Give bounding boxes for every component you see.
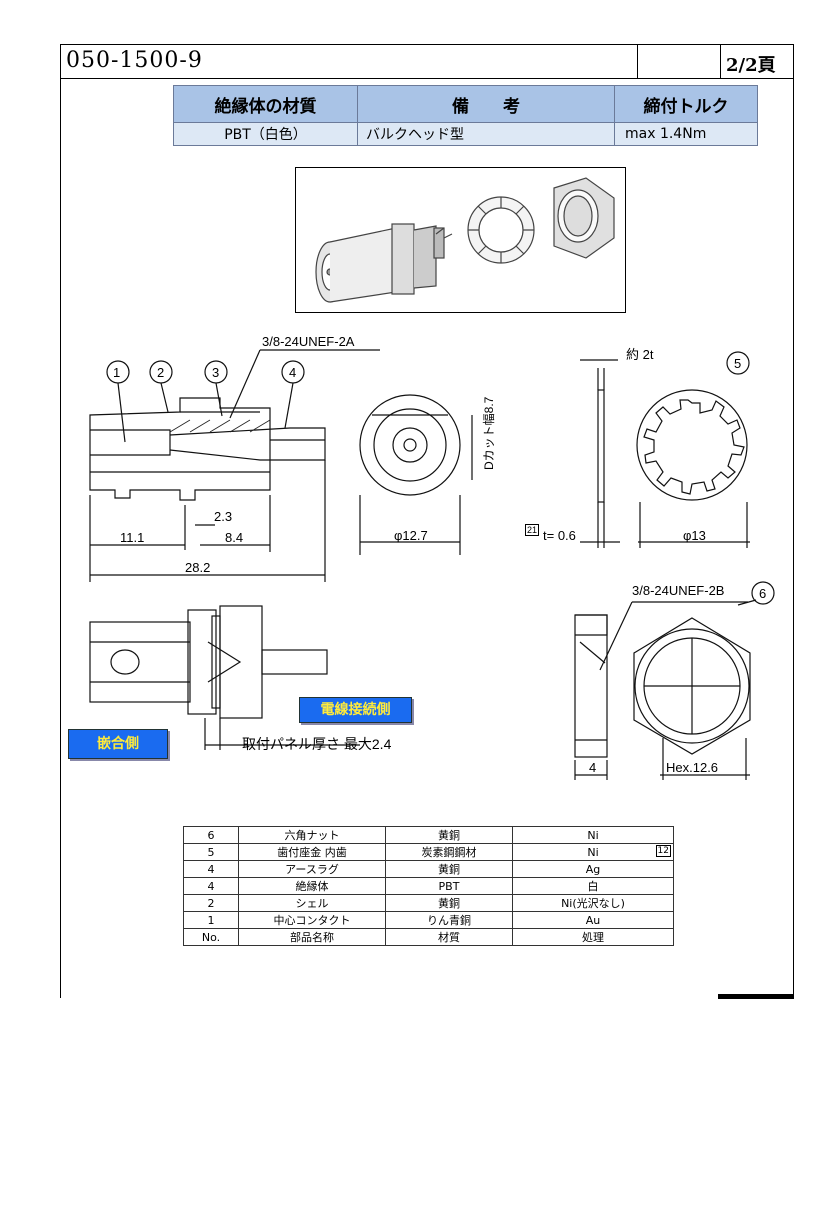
part-no: 2 (183, 894, 239, 912)
part-material: りん青銅 (385, 911, 513, 929)
part-name: 六角ナット (238, 826, 386, 844)
bottom-bar (718, 994, 794, 999)
parts-table: 6 六角ナット 黄銅 Ni 5 歯付座金 内歯 炭素鋼鋼材 Ni 12 4 アース… (183, 826, 674, 946)
part-material: 炭素鋼鋼材 (385, 843, 513, 861)
page-number: 2/2頁 (726, 55, 776, 76)
mating-side-label: 嵌合側 (68, 729, 168, 759)
revision-flag: 12 (655, 845, 671, 857)
table-row: 2 シェル 黄銅 Ni(光沢なし) (183, 894, 674, 912)
balloon-5: 5 (734, 356, 742, 371)
part-material: 黄銅 (385, 894, 513, 912)
part-finish: Ni 12 (512, 843, 674, 861)
part-material: PBT (385, 877, 513, 895)
part-name: 歯付座金 内歯 (238, 843, 386, 861)
part-finish: 白 (512, 877, 674, 895)
balloon-3: 3 (212, 365, 220, 380)
connector-parts-illustration (315, 177, 615, 303)
balloon-6: 6 (759, 586, 767, 601)
balloon-4: 4 (289, 365, 297, 380)
header-insulator-material: 絶縁体の材質 (173, 85, 358, 123)
approx-thickness-label: 約 2t (626, 347, 654, 362)
part-material: 黄銅 (385, 826, 513, 844)
header-separator (720, 44, 721, 78)
part-no: 5 (183, 843, 239, 861)
part-finish-text: Ni (587, 828, 599, 842)
wire-side-label: 電線接続側 (299, 697, 412, 723)
dimension-phi-12-7: φ12.7 (394, 528, 428, 543)
thread-label-b: 3/8-24UNEF-2B (632, 583, 725, 598)
t-flag: 21 (525, 524, 540, 536)
part-no: 6 (183, 826, 239, 844)
dimension-4: 4 (589, 760, 597, 775)
header-divider (60, 78, 794, 79)
part-no: 4 (183, 877, 239, 895)
part-name: 絶縁体 (238, 877, 386, 895)
balloon-2: 2 (157, 365, 165, 380)
dimension-phi-13: φ13 (683, 528, 706, 543)
dimension-8-4: 8.4 (225, 530, 244, 545)
header-part-name: 部品名称 (238, 928, 386, 946)
table-header-row: No. 部品名称 材質 処理 (183, 928, 674, 946)
part-name: アースラグ (238, 860, 386, 878)
panel-thickness-label: 取付パネル厚さ 最大2.4 (242, 736, 392, 752)
d-cut-width-label: Dカット幅8.7 (482, 396, 496, 470)
part-no: 4 (183, 860, 239, 878)
table-row: 1 中心コンタクト りん青銅 Au (183, 911, 674, 929)
part-name: 中心コンタクト (238, 911, 386, 929)
part-name: シェル (238, 894, 386, 912)
technical-drawing (89, 349, 775, 780)
table-row: 4 アースラグ 黄銅 Ag (183, 860, 674, 878)
part-finish: Ni (512, 826, 674, 844)
header-torque: 締付トルク (614, 85, 758, 123)
header-finish: 処理 (512, 928, 674, 946)
header-remarks: 備 考 (357, 85, 615, 123)
dimension-11-1: 11.1 (120, 530, 145, 545)
part-finish-text: Ni (587, 845, 599, 859)
table-row: 5 歯付座金 内歯 炭素鋼鋼材 Ni 12 (183, 843, 674, 861)
part-finish: Au (512, 911, 674, 929)
part-finish: Ni(光沢なし) (512, 894, 674, 912)
part-no: 1 (183, 911, 239, 929)
value-insulator-material: PBT（白色） (173, 122, 358, 146)
part-finish: Ag (512, 860, 674, 878)
header-separator (637, 44, 638, 78)
part-material: 黄銅 (385, 860, 513, 878)
hex-size-label: Hex.12.6 (666, 760, 719, 775)
header-material: 材質 (385, 928, 513, 946)
header-no: No. (183, 928, 239, 946)
balloon-1: 1 (113, 365, 121, 380)
document-number: 050-1500-9 (66, 48, 203, 73)
table-row: 4 絶縁体 PBT 白 (183, 877, 674, 895)
dimension-28-2: 28.2 (185, 560, 211, 575)
dimension-2-3: 2.3 (214, 509, 233, 524)
table-row: 6 六角ナット 黄銅 Ni (183, 826, 674, 844)
product-photo (295, 167, 626, 313)
thread-label-a: 3/8-24UNEF-2A (262, 334, 355, 349)
value-torque: max 1.4Nm (614, 122, 758, 146)
value-remarks: バルクヘッド型 (357, 122, 615, 146)
drawing-frame (60, 44, 794, 998)
thickness-label: t= 0.6 (543, 528, 576, 543)
spec-table: 絶縁体の材質 備 考 締付トルク PBT（白色） バルクヘッド型 max 1.4… (173, 85, 758, 146)
